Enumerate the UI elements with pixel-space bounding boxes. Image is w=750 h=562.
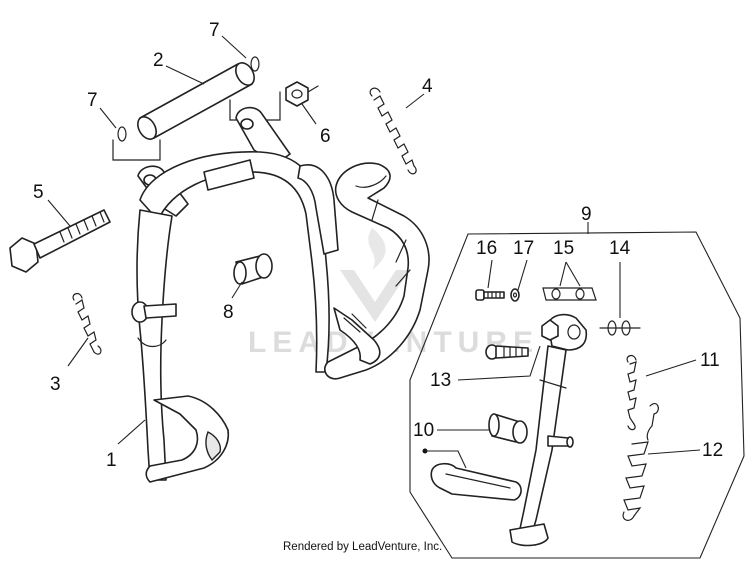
part-2-pivot-pin: [137, 62, 255, 140]
part-3-spring: [72, 292, 102, 355]
callout-14: 14: [609, 238, 631, 259]
part-11-spring: [626, 354, 637, 431]
callout-1: 1: [106, 450, 117, 471]
part-16-screw: [475, 289, 505, 301]
side-stand-foot-bar: [422, 448, 522, 501]
callout-8: 8: [223, 302, 234, 323]
part-10-bushing: [488, 413, 528, 444]
side-stand: [509, 313, 588, 547]
callout-15: 15: [553, 238, 574, 259]
callout-labels: 1 2 3 4 5 6 7 7 8 9 10 11 12 13 14 15 16…: [33, 20, 723, 471]
callout-3: 3: [50, 374, 61, 395]
part-8-bushing: [233, 253, 273, 285]
part-13-bolt: [485, 344, 529, 360]
callout-2: 2: [153, 50, 164, 71]
callout-12: 12: [702, 440, 723, 461]
part-6-nut: [285, 81, 319, 107]
callout-16: 16: [476, 238, 497, 259]
part-17-washer: [510, 288, 520, 302]
leader-lines: [47, 35, 701, 455]
part-4-spring: [369, 87, 417, 175]
part-14-washers: [599, 320, 641, 336]
part-12-spring: [622, 403, 659, 521]
callout-5: 5: [33, 182, 44, 203]
callout-9: 9: [581, 204, 592, 225]
part-7-clip-right: [250, 56, 260, 72]
part-7-clip-left: [117, 126, 127, 142]
callout-7-right: 7: [209, 20, 220, 41]
callout-4: 4: [422, 76, 433, 97]
rendered-by-credit: Rendered by LeadVenture, Inc.: [283, 541, 443, 553]
part-15-spacers: [542, 287, 597, 301]
callout-10: 10: [413, 420, 434, 441]
callout-11: 11: [700, 350, 720, 371]
part-1-center-stand: [131, 106, 430, 483]
part-9-side-stand-assembly-group: [409, 222, 745, 559]
callout-6: 6: [320, 126, 331, 147]
part-5-bolt: [9, 209, 111, 273]
callout-7-left: 7: [87, 90, 98, 111]
callout-13: 13: [430, 370, 451, 391]
side-stand-pin: [547, 435, 574, 448]
callout-17: 17: [513, 238, 534, 259]
